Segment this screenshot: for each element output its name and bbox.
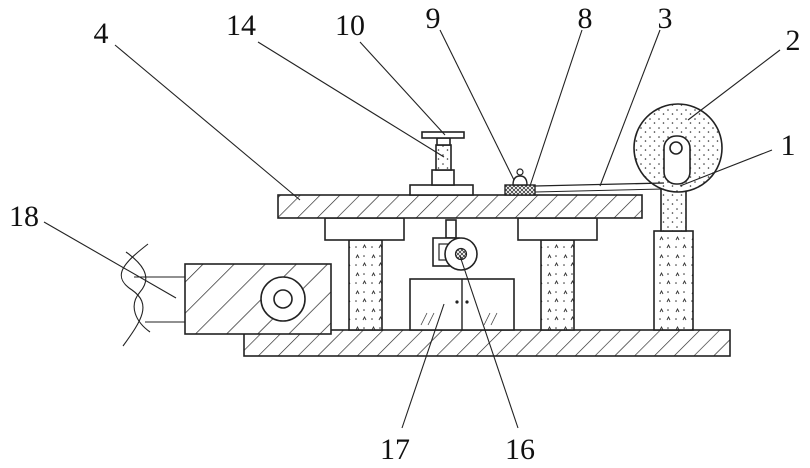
leader-line (530, 30, 582, 186)
leader-line (44, 222, 176, 298)
callout-3: 3 (658, 2, 673, 35)
callout-14: 14 (226, 9, 256, 42)
callout-1: 1 (781, 129, 796, 162)
callout-8: 8 (578, 2, 593, 35)
tape-strip-lower (535, 189, 664, 192)
small-nut (513, 176, 527, 185)
tape-strip (535, 183, 664, 186)
leader-line (688, 50, 780, 120)
reel-axle (670, 142, 682, 154)
motor-mount (446, 220, 456, 238)
right-column (541, 240, 574, 330)
right-pad (518, 218, 597, 240)
press-neck (437, 138, 450, 145)
small-nut-eye (517, 169, 523, 175)
left-column (349, 240, 382, 330)
press-block (432, 170, 454, 185)
callout-10: 10 (335, 9, 365, 42)
callout-17: 17 (380, 433, 410, 466)
work-table (278, 195, 642, 218)
leader-line (360, 42, 445, 135)
callout-2: 2 (786, 24, 801, 57)
drive-housing (185, 264, 331, 334)
callout-16: 16 (505, 433, 535, 466)
handle-break-line (126, 252, 150, 332)
left-pad (325, 218, 404, 240)
callout-9: 9 (426, 2, 441, 35)
cabinet-knob-right (465, 300, 468, 303)
press-base (410, 185, 473, 195)
cabinet-knob-left (455, 300, 458, 303)
drive-wheel-hub (274, 290, 292, 308)
callout-4: 4 (94, 17, 109, 50)
leader-line (115, 45, 300, 200)
knurled-block (505, 185, 535, 195)
leader-line (258, 42, 444, 157)
callout-18: 18 (9, 200, 39, 233)
support-column (654, 231, 693, 330)
press-rod (436, 145, 451, 170)
